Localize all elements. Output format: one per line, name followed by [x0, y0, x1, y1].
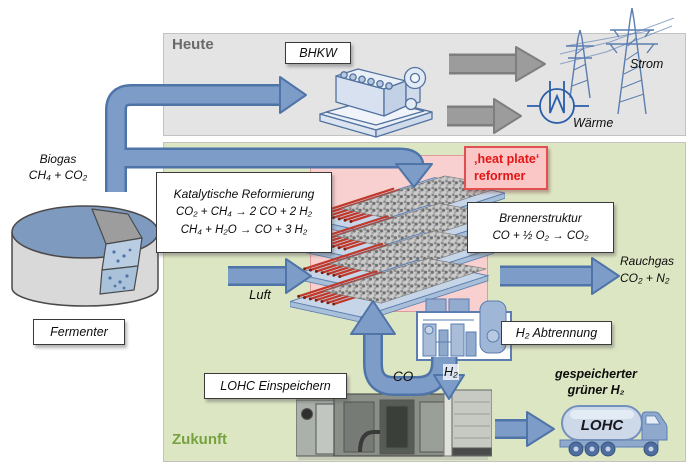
rauchgas-line2: CO₂ + N₂: [620, 271, 670, 286]
burner-eq: CO + ½ O₂ → CO₂: [492, 229, 589, 242]
fermenter-label-box: Fermenter: [33, 319, 125, 345]
h2-separation-unit-icon: [416, 298, 512, 361]
burner-title: Brennerstruktur: [499, 211, 582, 226]
biogas-to-bhkw-arrow: [107, 86, 282, 192]
stored-h2-line1: gespeicherter: [555, 367, 637, 381]
biogas-label: Biogas CH₄ + CO₂: [8, 152, 108, 183]
biogas-label-line2: CH₄ + CO₂: [28, 167, 88, 182]
rauchgas-label: Rauchgas CO₂ + N₂: [620, 253, 674, 288]
reforming-title: Katalytische Reformierung: [173, 187, 315, 202]
today-section-title: Heute: [172, 36, 214, 53]
strom-arrow: [449, 46, 546, 82]
heat-plate-label-box: ‚heat plate‘ reformer: [464, 146, 548, 190]
bhkw-label-box: BHKW: [285, 42, 351, 64]
h2-label: H₂: [443, 364, 459, 381]
reforming-eq2: CH₄ + H₂O → CO + 3 H₂: [180, 223, 308, 236]
stored-h2-line2: grüner H₂: [567, 383, 625, 398]
waerme-arrow: [447, 98, 522, 134]
co-label: CO: [393, 369, 414, 384]
lohc-storage-label-box: LOHC Einspeichern: [204, 373, 347, 399]
co-return-arrow: [365, 332, 449, 394]
heat-plate-line2: reformer: [474, 169, 526, 183]
h2-separation-label-box: H₂ Abtrennung: [501, 321, 612, 345]
bhkw-label: BHKW: [299, 46, 337, 60]
engine-icon: [319, 66, 433, 138]
heat-plate-line1: ‚heat plate‘: [474, 152, 540, 167]
strom-label: Strom: [630, 57, 664, 71]
lohc-container-icon: [296, 389, 492, 460]
rauchgas-line1: Rauchgas: [620, 254, 675, 268]
reforming-eq1: CO₂ + CH₄ → 2 CO + 2 H₂: [175, 205, 313, 218]
burner-box: Brennerstruktur CO + ½ O₂ → CO₂: [467, 202, 614, 253]
truck-tank-label: LOHC: [581, 417, 625, 434]
reforming-box: Katalytische Reformierung CO₂ + CH₄ → 2 …: [156, 172, 332, 253]
biogas-label-line1: Biogas: [39, 152, 77, 166]
lohc-storage-label: LOHC Einspeichern: [220, 379, 331, 393]
future-section-title: Zukunft: [172, 431, 227, 448]
waerme-label: Wärme: [573, 116, 614, 130]
h2-separation-label: H₂ Abtrennung: [515, 326, 598, 340]
fermenter-icon: [11, 205, 159, 307]
lohc-truck-icon: LOHC: [559, 405, 668, 457]
stored-h2-label: gespeicherter grüner H₂: [541, 366, 651, 399]
luft-label: Luft: [249, 287, 271, 302]
heat-exchanger-icon: [527, 81, 589, 124]
fermenter-label: Fermenter: [50, 325, 108, 339]
power-lines-icon: [560, 7, 675, 115]
